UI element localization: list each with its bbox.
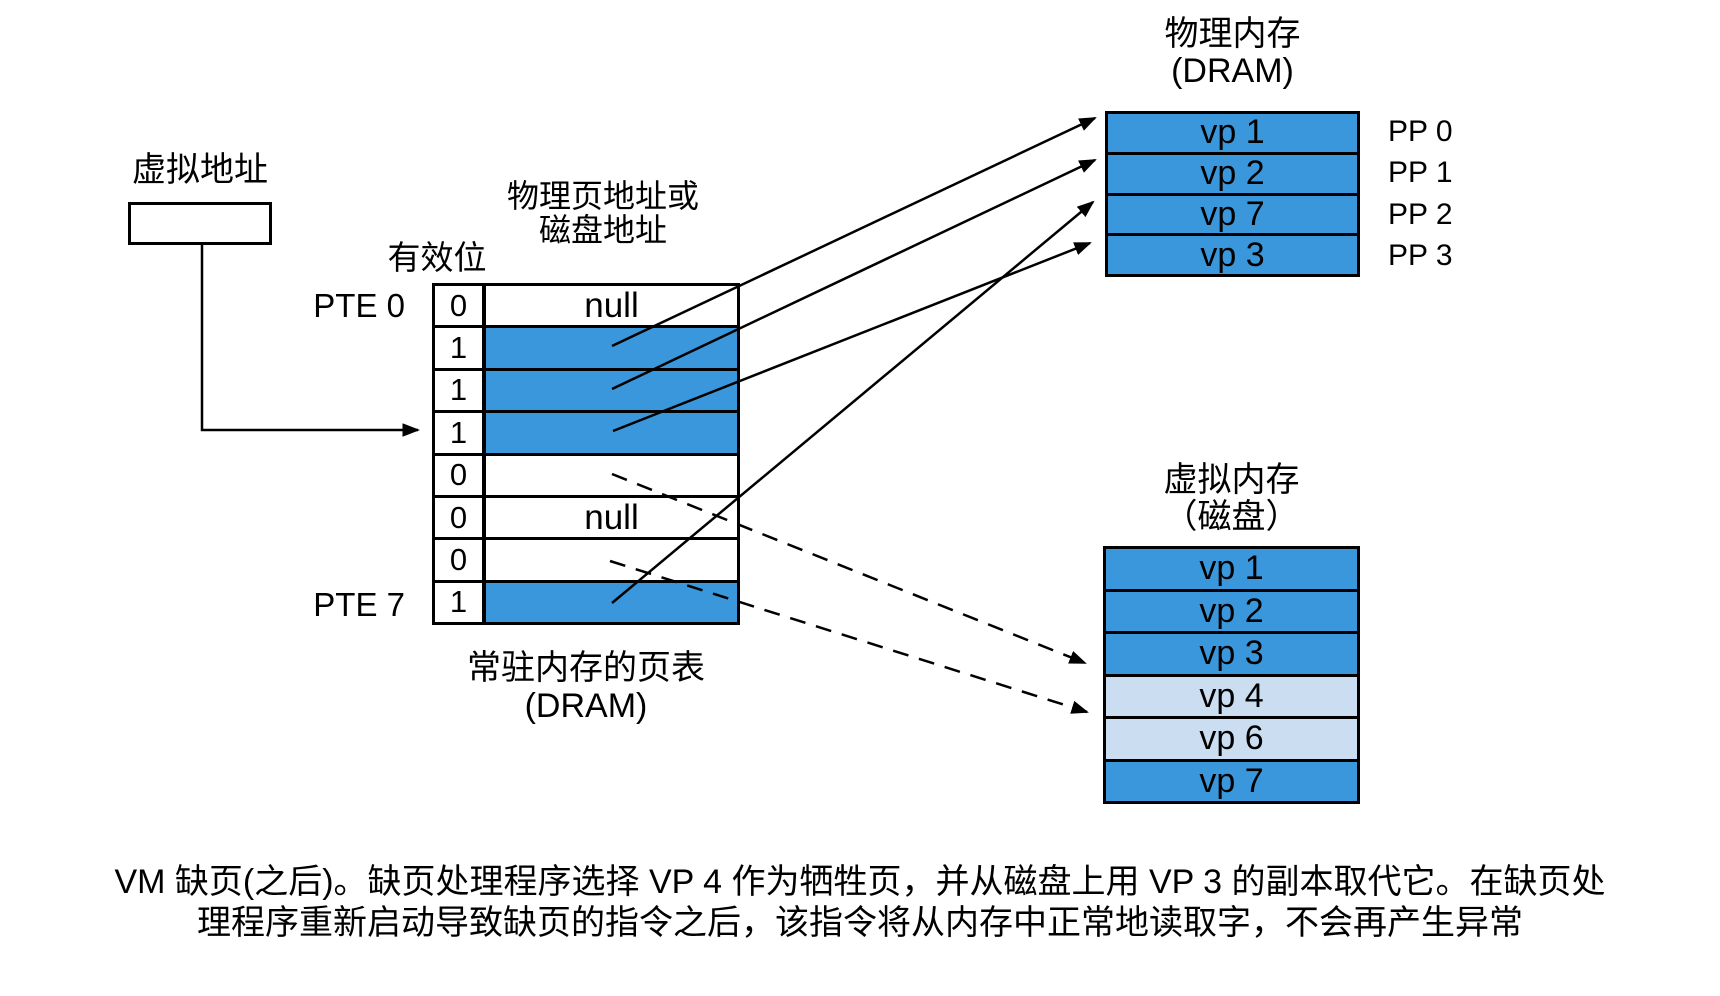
page-table-row-6: 0 (435, 537, 737, 580)
page-table-row-1: 1 (435, 325, 737, 368)
pp1-label: PP 1 (1388, 156, 1453, 190)
page-table-row-5: 0 null (435, 494, 737, 538)
physical-memory-row-2: vp 7 (1108, 192, 1357, 234)
virtual-memory-row-1: vp 2 (1106, 588, 1357, 631)
page-table-row-7: 1 (435, 579, 737, 622)
virtual-memory-table: vp 1 vp 2 vp 3 vp 4 vp 6 vp 7 (1103, 546, 1360, 804)
address-header-line1: 物理页地址或 (506, 178, 699, 214)
valid-bit-cell: 1 (435, 413, 486, 453)
address-header-line2: 磁盘地址 (538, 212, 667, 248)
page-table: 0 null 1 1 1 0 0 null 0 1 (432, 283, 740, 625)
page-table-row-0: 0 null (435, 286, 737, 326)
page-table-row-3: 1 (435, 410, 737, 453)
virtual-memory-row-2: vp 3 (1106, 631, 1357, 674)
valid-bit-cell: 0 (435, 286, 486, 326)
physical-memory-title-line2: (DRAM) (1171, 52, 1294, 90)
valid-bit-cell: 1 (435, 582, 486, 622)
pte-address-cell: null (486, 498, 737, 538)
virtual-memory-row-4: vp 6 (1106, 716, 1357, 759)
virtual-memory-row-0: vp 1 (1106, 549, 1357, 589)
page-table-row-4: 0 (435, 452, 737, 495)
page-table-footer: 常驻内存的页表 (DRAM) (420, 649, 752, 725)
virtual-address-label: 虚拟地址 (132, 151, 268, 189)
valid-bit-cell: 1 (435, 370, 486, 411)
pte-address-cell (486, 328, 737, 368)
figure-caption: VM 缺页(之后)。缺页处理程序选择 VP 4 作为牺牲页，并从磁盘上用 VP … (0, 862, 1720, 944)
physical-memory-title: 物理内存 (DRAM) (1105, 16, 1360, 90)
virtual-memory-title-line2: （磁盘） (1163, 498, 1300, 536)
valid-bit-cell: 1 (435, 328, 486, 368)
valid-bit-cell: 0 (435, 455, 486, 495)
pte-address-cell (486, 413, 737, 453)
pte-address-cell (486, 370, 737, 411)
pp2-label: PP 2 (1388, 197, 1453, 231)
pp3-label: PP 3 (1388, 239, 1453, 273)
page-table-footer-line1: 常驻内存的页表 (467, 649, 705, 687)
physical-memory-table: vp 1 vp 2 vp 7 vp 3 (1105, 111, 1360, 277)
pte-address-cell (486, 582, 737, 622)
page-table-footer-line2: (DRAM) (524, 687, 648, 725)
figure-caption-line2: 理程序重新启动导致缺页的指令之后，该指令将从内存中正常地读取字，不会再产生异常 (197, 904, 1523, 942)
pte7-label: PTE 7 (313, 586, 405, 623)
valid-bit-cell: 0 (435, 540, 486, 580)
physical-memory-row-0: vp 1 (1108, 113, 1357, 152)
pte0-label: PTE 0 (313, 287, 405, 324)
virtual-memory-title-line1: 虚拟内存 (1163, 461, 1300, 499)
valid-bit-cell: 0 (435, 497, 486, 538)
virtual-memory-row-3: vp 4 (1106, 673, 1357, 716)
physical-memory-row-1: vp 2 (1108, 151, 1357, 193)
pte-address-cell: null (486, 286, 737, 326)
page-table-row-2: 1 (435, 367, 737, 411)
virtual-memory-title: 虚拟内存 （磁盘） (1103, 462, 1360, 536)
physical-memory-row-3: vp 3 (1108, 233, 1357, 274)
virtual-memory-row-5: vp 7 (1106, 758, 1357, 801)
figure-caption-line1: VM 缺页(之后)。缺页处理程序选择 VP 4 作为牺牲页，并从磁盘上用 VP … (114, 863, 1606, 901)
physical-page-labels: PP 0 PP 1 PP 2 PP 3 (1388, 111, 1508, 277)
address-column-header: 物理页地址或 磁盘地址 (478, 179, 728, 247)
virtual-address-box (128, 202, 272, 245)
pte-address-cell (486, 540, 737, 580)
pp0-label: PP 0 (1388, 114, 1453, 148)
pte-address-cell (486, 455, 737, 495)
physical-memory-title-line1: 物理内存 (1164, 15, 1301, 53)
